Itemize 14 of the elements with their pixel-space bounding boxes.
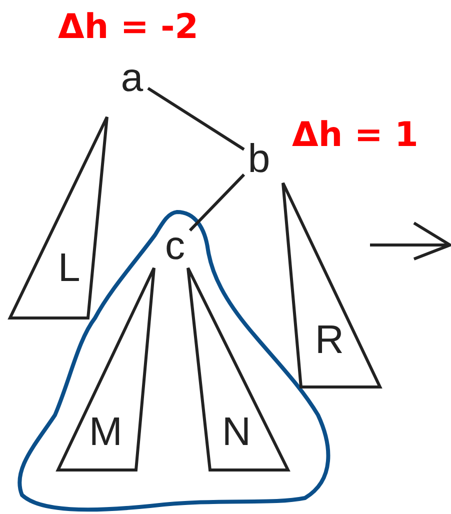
balance-factor-label: Δh = -2	[58, 10, 198, 44]
subtree-label: N	[222, 412, 251, 452]
tree-node-label: a	[116, 58, 148, 98]
tree-node-label: b	[244, 138, 274, 180]
tree-edge	[147, 86, 245, 151]
tree-node-label: c	[160, 228, 190, 264]
subtree-triangle	[186, 266, 290, 472]
tree-edge	[188, 174, 246, 232]
subtree-label: L	[58, 248, 80, 288]
balance-factor-label: Δh = 1	[292, 118, 418, 152]
subtree-label: R	[315, 320, 344, 360]
subtree-label: M	[89, 412, 122, 452]
subtree-triangle	[280, 181, 382, 389]
subtree-triangle	[8, 115, 110, 320]
